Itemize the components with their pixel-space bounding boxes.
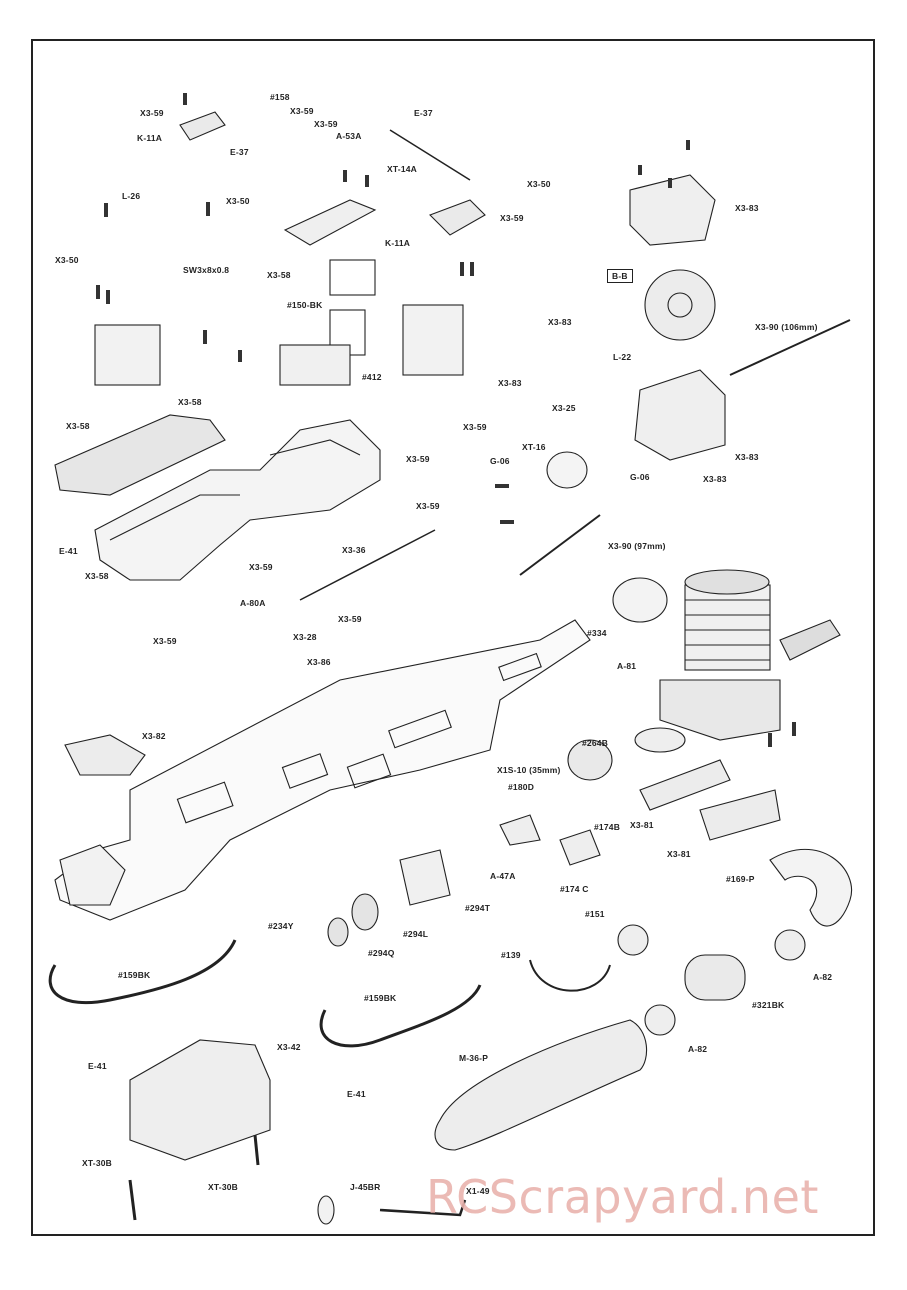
part-label-n294t: #294T (465, 903, 491, 913)
part-label-e-37-a: E-37 (230, 147, 249, 157)
part-label-x3-42: X3-42 (277, 1042, 301, 1052)
part-label-x3-59-j: X3-59 (153, 636, 177, 646)
part-label-x3-81-b: X3-81 (667, 849, 691, 859)
part-label-x3-81-a: X3-81 (630, 820, 654, 830)
servo-left (94, 324, 161, 386)
part-label-k-11a-a: K-11A (137, 133, 163, 143)
part-label-x3-82: X3-82 (142, 731, 166, 741)
receiver (279, 344, 351, 386)
receiver-lid (54, 414, 226, 496)
part-label-e-41-b: E-41 (88, 1061, 107, 1071)
part-label-x3-83-e: X3-83 (703, 474, 727, 484)
part-label-xt-30b-a: XT-30B (82, 1158, 113, 1168)
part-label-n294l: #294L (403, 929, 429, 939)
part-label-e-41-c: E-41 (347, 1089, 366, 1099)
part-label-k-11a-b: K-11A (385, 238, 411, 248)
part-label-x3-36: X3-36 (342, 545, 366, 555)
part-label-x3-50-a: X3-50 (226, 196, 250, 206)
part-label-x3-58-a: X3-58 (267, 270, 291, 280)
part-label-g-06-b: G-06 (630, 472, 650, 482)
part-label-sw3x8: SW3x8x0.8 (183, 265, 230, 275)
part-label-n412: #412 (362, 372, 382, 382)
part-label-a-53a: A-53A (336, 131, 362, 141)
part-label-a-82-b: A-82 (688, 1044, 708, 1054)
part-label-n294q: #294Q (368, 948, 395, 958)
part-label-x3-59-h: X3-59 (249, 562, 273, 572)
part-label-xt-30b-b: XT-30B (208, 1182, 239, 1192)
part-label-n174c: #174 C (560, 884, 589, 894)
part-label-x3-28: X3-28 (293, 632, 317, 642)
part-label-x3-58-d: X3-58 (85, 571, 109, 581)
part-label-n159bk-a: #159BK (118, 970, 151, 980)
servo-right (402, 304, 464, 376)
part-label-n180d: #180D (508, 782, 535, 792)
part-label-x3-59-i: X3-59 (338, 614, 362, 624)
part-label-x3-59-g: X3-59 (416, 501, 440, 511)
part-label-n158: #158 (270, 92, 290, 102)
part-label-x3-58-b: X3-58 (178, 397, 202, 407)
part-label-n139: #139 (501, 950, 521, 960)
part-label-x3-59-b: X3-59 (290, 106, 314, 116)
part-label-n264b: #264B (582, 738, 609, 748)
radio-tray (94, 419, 381, 581)
fuel-tank (129, 1039, 271, 1161)
part-label-n169p: #169-P (726, 874, 755, 884)
part-label-xt-16: XT-16 (522, 442, 546, 452)
part-label-x3-90-97: X3-90 (97mm) (608, 541, 666, 551)
part-label-x3-25: X3-25 (552, 403, 576, 413)
part-label-x1s-10: X1S-10 (35mm) (497, 765, 561, 775)
part-label-x3-83-d: X3-83 (735, 452, 759, 462)
watermark-text: RCScrapyard.net (426, 1170, 819, 1224)
part-label-bb: B-B (607, 269, 633, 283)
part-label-x3-83-c: X3-83 (498, 378, 522, 388)
switch-box (329, 259, 376, 296)
part-label-g-06-a: G-06 (490, 456, 510, 466)
part-label-m-36-p: M-36-P (459, 1053, 489, 1063)
part-label-x3-50-b: X3-50 (55, 255, 79, 265)
part-label-a-82-a: A-82 (813, 972, 833, 982)
part-label-e-41-a: E-41 (59, 546, 78, 556)
part-label-a-81: A-81 (617, 661, 637, 671)
part-label-n334: #334 (587, 628, 607, 638)
part-label-j-45br: J-45BR (350, 1182, 381, 1192)
part-label-x3-50-c: X3-50 (527, 179, 551, 189)
part-label-n234y: #234Y (268, 921, 294, 931)
air-filter (612, 577, 668, 623)
engine (634, 569, 841, 753)
part-label-x1-49: X1-49 (466, 1186, 490, 1196)
part-label-x3-83-a: X3-83 (735, 203, 759, 213)
part-label-x3-59-c: X3-59 (314, 119, 338, 129)
part-label-n151: #151 (585, 909, 605, 919)
part-label-x3-90-106: X3-90 (106mm) (755, 322, 818, 332)
part-label-e-37-b: E-37 (414, 108, 433, 118)
part-label-n321bk: #321BK (752, 1000, 785, 1010)
part-label-a-47a: A-47A (490, 871, 516, 881)
part-label-x3-86: X3-86 (307, 657, 331, 667)
part-label-n150bk: #150-BK (287, 300, 323, 310)
part-label-n159bk-b: #159BK (364, 993, 397, 1003)
part-label-x3-83-b: X3-83 (548, 317, 572, 327)
part-label-l-22: L-22 (613, 352, 632, 362)
part-label-xt-14a: XT-14A (387, 164, 418, 174)
muffler (434, 1019, 648, 1151)
part-label-a-80a: A-80A (240, 598, 266, 608)
part-label-x3-59-e: X3-59 (463, 422, 487, 432)
part-label-x3-59-f: X3-59 (406, 454, 430, 464)
part-label-x3-59-a: X3-59 (140, 108, 164, 118)
part-label-x3-59-d: X3-59 (500, 213, 524, 223)
diff-gear (644, 269, 716, 341)
part-label-x3-58-c: X3-58 (66, 421, 90, 431)
part-label-n174b: #174B (594, 822, 621, 832)
part-label-l-26: L-26 (122, 191, 141, 201)
